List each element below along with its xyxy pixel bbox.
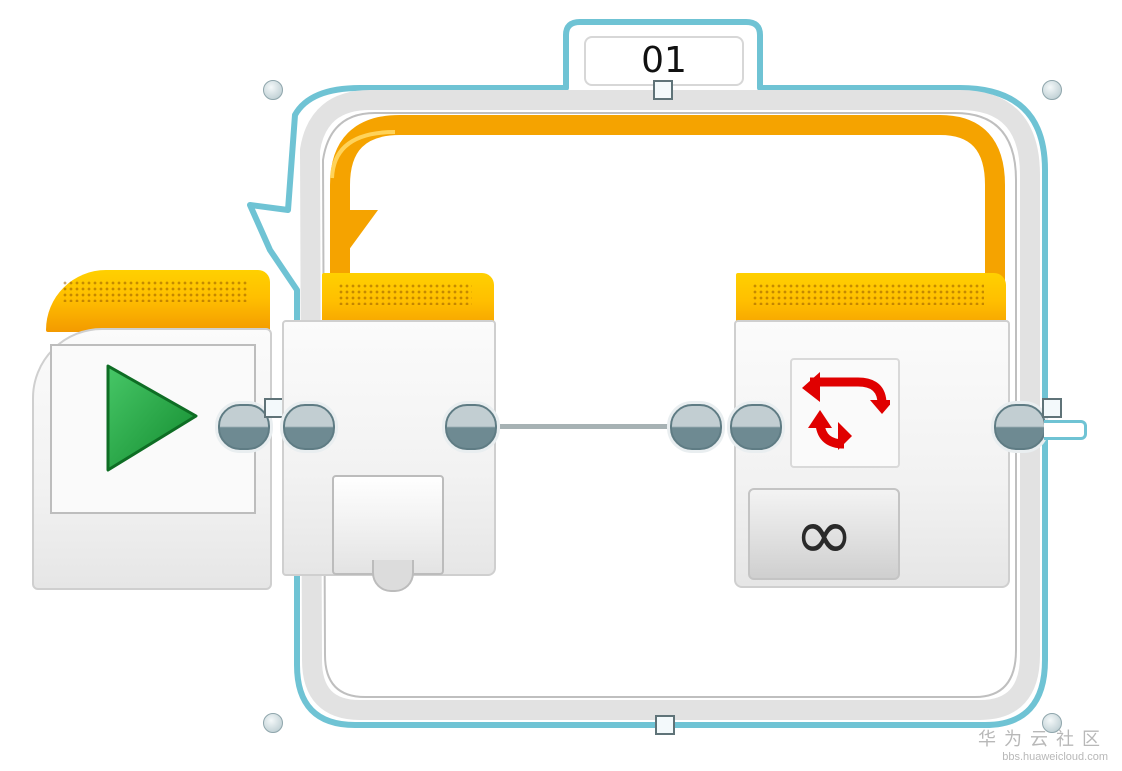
loop-start-output-plug[interactable] bbox=[445, 404, 497, 450]
loop-back-arrow-icon bbox=[330, 210, 378, 262]
start-connector-handle[interactable] bbox=[264, 398, 284, 418]
loop-mode-selector[interactable]: ∞ bbox=[748, 488, 900, 580]
watermark-url: bbs.huaweicloud.com bbox=[1002, 751, 1108, 763]
start-block-header[interactable] bbox=[46, 270, 270, 332]
watermark-title: 华为云社区 bbox=[978, 729, 1108, 750]
selection-handle-bottom-left[interactable] bbox=[263, 713, 283, 733]
selection-handle-bottom-right[interactable] bbox=[1042, 713, 1062, 733]
loop-top-resize-handle[interactable] bbox=[653, 80, 673, 100]
loop-end-input-plug[interactable] bbox=[670, 404, 722, 450]
loop-start-tab bbox=[332, 475, 444, 575]
sequence-wire[interactable] bbox=[500, 424, 668, 429]
selection-handle-top-left[interactable] bbox=[263, 80, 283, 100]
loop-name-label[interactable]: 01 bbox=[584, 36, 744, 86]
loop-bottom-resize-handle[interactable] bbox=[655, 715, 675, 735]
loop-end-output-plug[interactable] bbox=[994, 404, 1046, 450]
start-block-output-plug[interactable] bbox=[218, 404, 270, 450]
watermark: 华为云社区 bbs.huaweicloud.com bbox=[978, 725, 1108, 763]
loop-end-inner-plug[interactable] bbox=[730, 404, 782, 450]
loop-start-tab-notch bbox=[372, 560, 414, 592]
selection-handle-top-right[interactable] bbox=[1042, 80, 1062, 100]
play-triangle-icon bbox=[106, 364, 198, 472]
loop-end-connector-handle[interactable] bbox=[1042, 398, 1062, 418]
loop-arrows-icon bbox=[802, 372, 890, 450]
loop-start-input-plug[interactable] bbox=[283, 404, 335, 450]
loop-output-stub bbox=[1044, 420, 1087, 440]
